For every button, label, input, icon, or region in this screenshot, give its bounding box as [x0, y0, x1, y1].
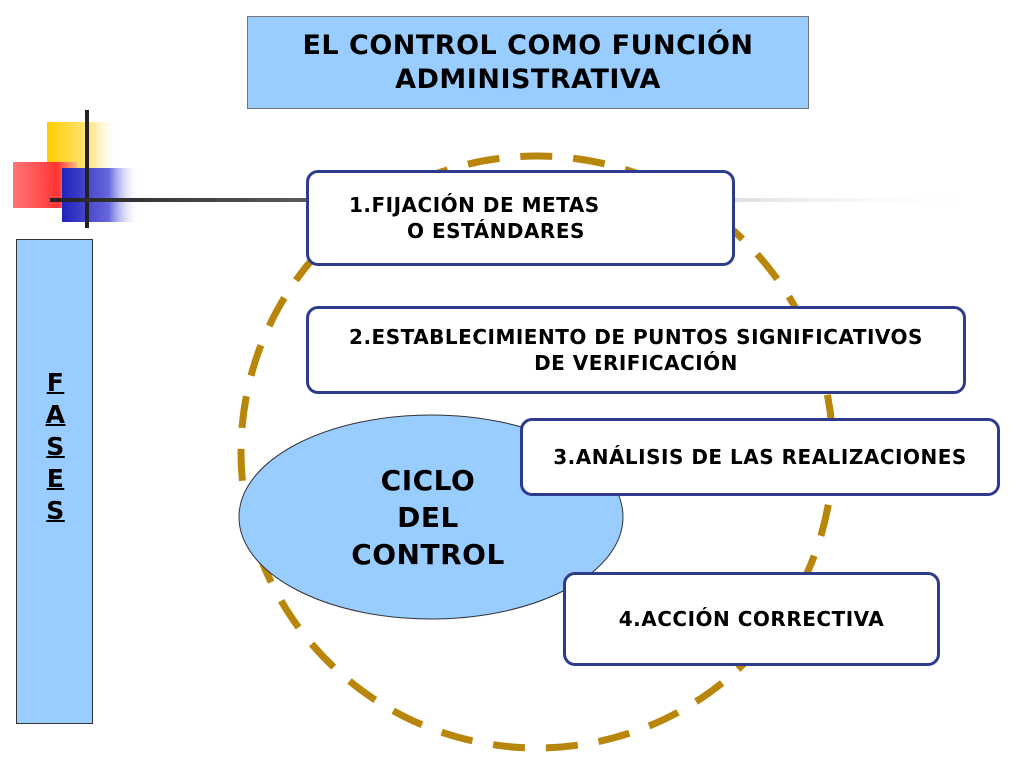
fases-side-bar: F A S E S [16, 239, 93, 724]
fases-letter: E [46, 464, 65, 493]
fases-letter: S [46, 496, 65, 525]
fases-letter: F [46, 368, 65, 397]
step-2-line-1: 2.Establecimiento de puntos significativ… [349, 325, 923, 349]
deco-blue-square [62, 168, 140, 222]
step-3-box: 3.Análisis de las realizaciones [520, 418, 1000, 496]
step-1-line-2: o estándares [407, 219, 585, 243]
step-4-line-1: 4.Acción correctiva [618, 607, 885, 631]
title-line-2: administrativa [395, 63, 661, 95]
step-2-line-2: de verificación [534, 351, 738, 375]
title-line-1: El control como función [302, 29, 754, 61]
deco-vertical-line [85, 110, 89, 228]
fases-letter: S [46, 432, 65, 461]
cycle-label: Ciclo del control [318, 462, 538, 573]
cycle-label-line-1: Ciclo [380, 464, 476, 497]
step-1-line-1: 1.Fijación de metas [349, 193, 600, 217]
step-2-box: 2.Establecimiento de puntos significativ… [306, 306, 966, 394]
step-1-box: 1.Fijación de metas o estándares [306, 170, 735, 266]
fases-letter: A [45, 400, 66, 429]
step-4-box: 4.Acción correctiva [563, 572, 940, 666]
cycle-label-line-2: del [397, 501, 459, 534]
title-box: El control como función administrativa [247, 16, 809, 109]
cycle-label-line-3: control [351, 538, 505, 571]
fases-letters: F A S E S [17, 367, 94, 527]
step-3-line-1: 3.Análisis de las realizaciones [553, 445, 967, 469]
